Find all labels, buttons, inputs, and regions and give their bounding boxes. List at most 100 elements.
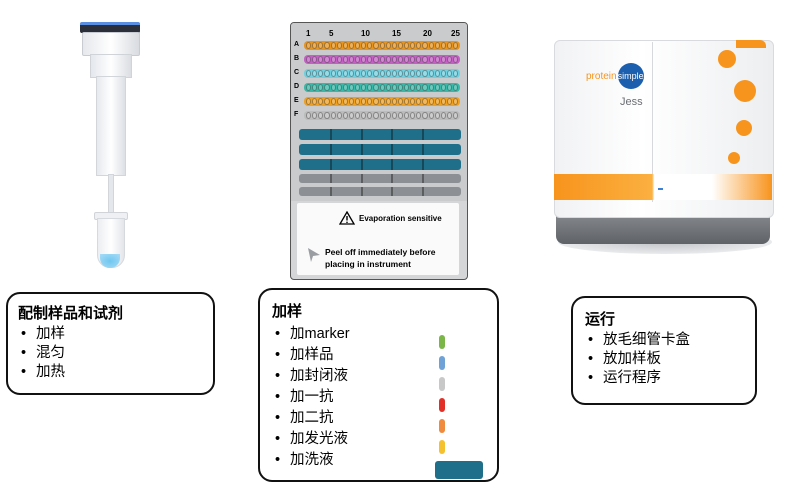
trough-divider — [360, 144, 363, 155]
brand-left: protein — [586, 70, 617, 82]
well — [355, 42, 361, 49]
well — [385, 70, 391, 77]
well — [434, 56, 440, 63]
well — [330, 112, 336, 119]
well — [342, 70, 348, 77]
orange-dot-3 — [736, 120, 752, 136]
well — [391, 84, 397, 91]
step-run-title: 运行 — [585, 311, 616, 328]
well — [416, 70, 422, 77]
row-letter: C — [294, 69, 300, 76]
trough-divider — [422, 159, 425, 170]
well — [410, 42, 416, 49]
well — [428, 56, 434, 63]
well — [416, 98, 422, 105]
well — [391, 70, 397, 77]
well — [324, 70, 330, 77]
trough-divider — [329, 129, 332, 140]
well — [336, 98, 342, 105]
well — [312, 112, 318, 119]
peel-text-2: placing in instrument — [325, 259, 411, 269]
trough-divider — [360, 174, 363, 183]
well — [410, 84, 416, 91]
trough-divider — [391, 159, 394, 170]
well — [312, 70, 318, 77]
step-loading-item: 加一抗 — [272, 387, 485, 408]
well — [428, 112, 434, 119]
trough-divider — [422, 174, 425, 183]
trough-divider — [391, 129, 394, 140]
well — [397, 84, 403, 91]
trough-divider — [391, 144, 394, 155]
wash-trough — [299, 129, 461, 140]
well — [324, 84, 330, 91]
well — [404, 56, 410, 63]
tube-neck — [90, 54, 132, 78]
well — [355, 56, 361, 63]
well — [330, 56, 336, 63]
well — [342, 98, 348, 105]
well — [434, 98, 440, 105]
well — [348, 70, 354, 77]
well — [446, 42, 452, 49]
step-run-item: 放毛细管卡盒 — [585, 331, 743, 350]
well — [373, 42, 379, 49]
well — [367, 70, 373, 77]
sample-tube-illustration — [70, 22, 150, 282]
well — [404, 98, 410, 105]
indicator-light — [658, 188, 663, 190]
well — [410, 70, 416, 77]
step-loading-title: 加样 — [272, 303, 303, 320]
well — [440, 56, 446, 63]
well — [312, 56, 318, 63]
well — [434, 112, 440, 119]
well — [348, 56, 354, 63]
step-loading-item: 加封闭液 — [272, 366, 485, 387]
step-loading-item: 加样品 — [272, 345, 485, 366]
well — [373, 112, 379, 119]
well — [453, 98, 459, 105]
well — [379, 70, 385, 77]
well — [397, 70, 403, 77]
orange-band-right — [712, 174, 772, 200]
row-letter: E — [294, 97, 299, 104]
well — [385, 112, 391, 119]
plate-label: Evaporation sensitive Peel off immediate… — [297, 203, 459, 275]
brand-right: simple — [617, 63, 644, 89]
brand-logo: protein simple — [586, 63, 644, 89]
well — [404, 42, 410, 49]
secondary-antibody-swatch — [439, 419, 445, 433]
orange-dot-2 — [734, 80, 756, 102]
trough-divider — [360, 159, 363, 170]
well — [446, 70, 452, 77]
marker-swatch — [439, 335, 445, 349]
well — [306, 70, 312, 77]
empty-trough — [299, 174, 461, 183]
well — [336, 84, 342, 91]
well — [312, 98, 318, 105]
well — [361, 56, 367, 63]
well — [306, 112, 312, 119]
peel-icon — [308, 248, 320, 262]
well — [422, 70, 428, 77]
luminol-swatch — [439, 440, 445, 454]
step-loading-item: 加洗液 — [272, 450, 485, 471]
well — [422, 84, 428, 91]
well — [397, 42, 403, 49]
well — [379, 56, 385, 63]
column-number: 15 — [392, 29, 401, 38]
step-loading-item: 加marker — [272, 324, 485, 345]
well-row-d — [304, 83, 460, 92]
well — [355, 98, 361, 105]
tube-shaft — [96, 76, 126, 176]
well — [440, 98, 446, 105]
orange-dot-4 — [728, 152, 740, 164]
well — [355, 112, 361, 119]
column-number: 1 — [306, 29, 311, 38]
well — [391, 112, 397, 119]
trough-divider — [391, 174, 394, 183]
well — [391, 42, 397, 49]
well — [446, 98, 452, 105]
assay-plate: 1 5 10 15 20 25 A B C D E F Evaporation … — [290, 22, 468, 280]
well — [422, 56, 428, 63]
